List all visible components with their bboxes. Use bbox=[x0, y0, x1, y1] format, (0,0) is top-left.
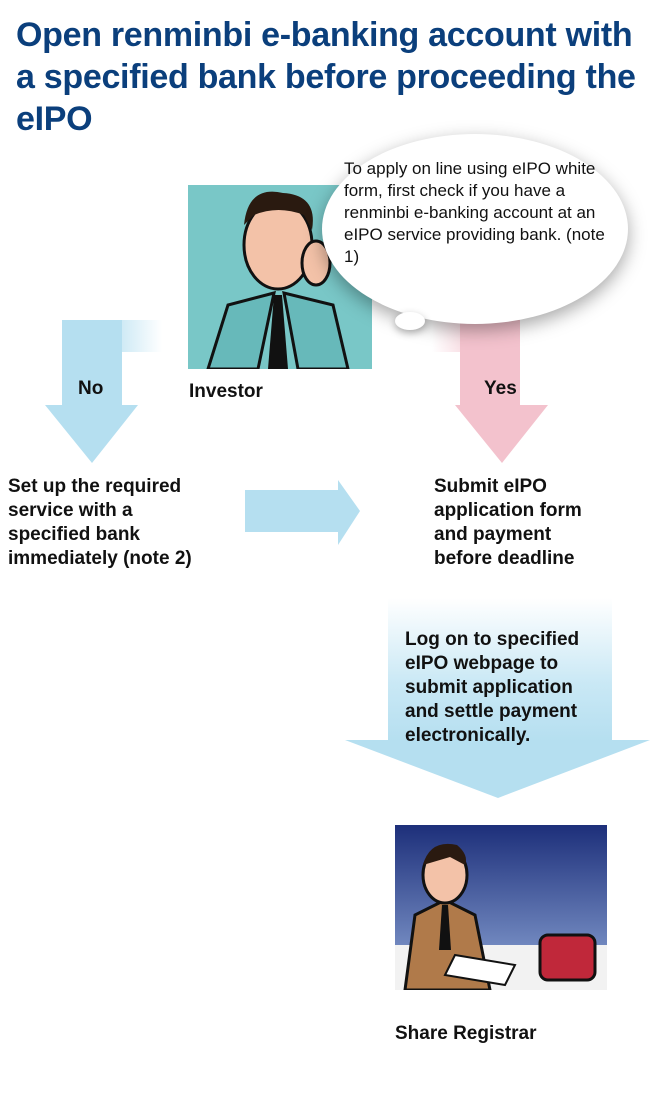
page-title: Open renminbi e-banking account with a s… bbox=[16, 16, 636, 138]
yes-arrow bbox=[432, 320, 548, 463]
yes-step-text: Submit eIPO application form and payment… bbox=[434, 476, 582, 569]
bubble-text: To apply on line using eIPO white form, … bbox=[344, 159, 605, 266]
bubble-tail bbox=[395, 312, 425, 330]
no-arrow bbox=[45, 320, 162, 463]
big-down-arrow bbox=[345, 598, 650, 798]
no-step-text: Set up the required service with a speci… bbox=[8, 476, 192, 569]
share-registrar-label: Share Registrar bbox=[395, 1023, 537, 1044]
share-registrar-illustration bbox=[395, 825, 607, 990]
right-arrow bbox=[245, 480, 360, 545]
speech-bubble bbox=[322, 134, 628, 324]
investor-label: Investor bbox=[189, 381, 263, 402]
online-step-text: Log on to specified eIPO webpage to subm… bbox=[405, 629, 580, 746]
no-label: No bbox=[78, 378, 104, 399]
yes-label: Yes bbox=[484, 378, 517, 399]
